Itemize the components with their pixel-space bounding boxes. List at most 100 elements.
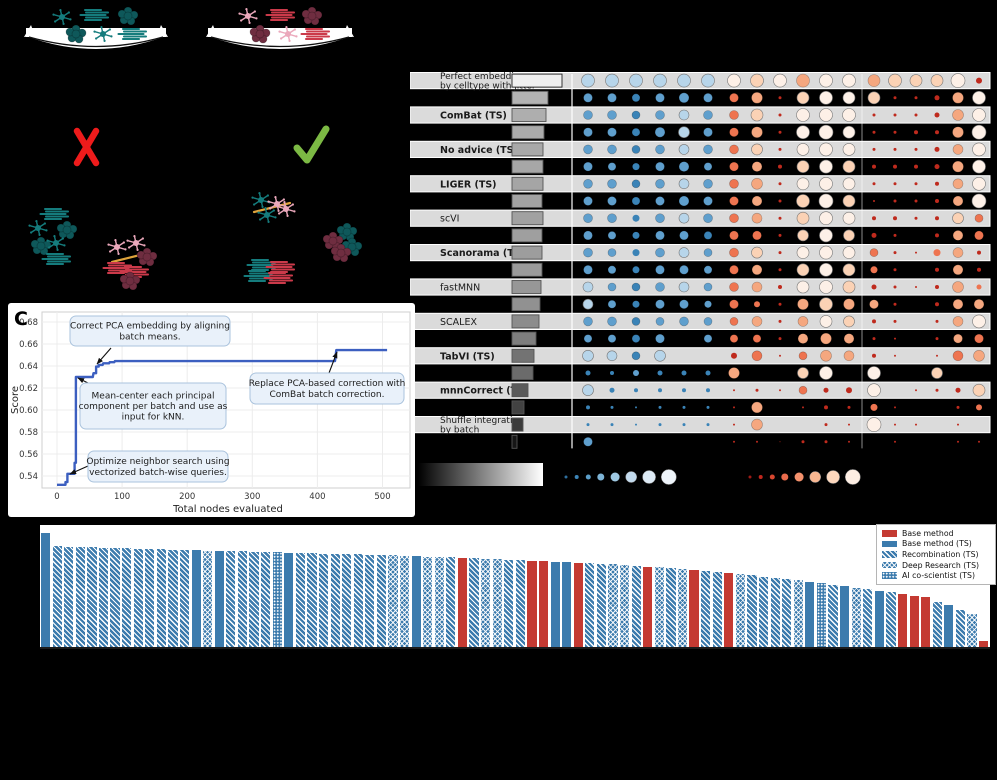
bar <box>307 553 317 647</box>
legend-label: Base method (TS) <box>902 539 972 549</box>
score-line <box>57 348 388 487</box>
bar <box>492 559 502 647</box>
bar <box>133 548 143 647</box>
dot-row <box>582 280 982 294</box>
bar <box>585 563 595 647</box>
bar <box>122 548 132 647</box>
annotation-callout: Optimize neighbor search usingvectorized… <box>69 450 230 483</box>
method-row: No advice (TS) <box>410 140 991 159</box>
bar <box>793 580 803 647</box>
bar <box>75 547 85 647</box>
muscle-cell-icon <box>265 8 296 22</box>
bar <box>538 561 549 647</box>
bar <box>423 556 433 647</box>
y-tick-label: 0.68 <box>19 318 38 328</box>
dish-illustration <box>206 25 354 49</box>
method-row: Scanorama (TS) <box>410 244 991 262</box>
aggregate-score-bar <box>511 434 518 449</box>
dot-row <box>583 193 987 209</box>
muscle-cell-icon <box>263 271 294 285</box>
neuron-cell-icon <box>278 26 298 42</box>
neuron-cell-icon <box>46 235 66 251</box>
method-row <box>511 228 984 243</box>
legend-label: Recombination (TS) <box>902 549 979 559</box>
aggregate-score-bar <box>511 108 547 122</box>
bar <box>168 549 178 647</box>
legend-swatch <box>882 540 897 548</box>
dot-row <box>583 108 986 122</box>
bar <box>840 586 850 647</box>
dot-row <box>582 383 986 398</box>
method-label: Scanorama (TS) <box>440 248 525 259</box>
bar <box>978 641 989 647</box>
blobs-cell-icon <box>56 220 78 240</box>
bar <box>712 572 722 647</box>
bar <box>631 565 641 647</box>
bar <box>87 547 97 647</box>
bar <box>805 581 815 647</box>
panel-a-illustration <box>24 6 363 291</box>
bar <box>64 546 74 647</box>
bar <box>562 562 572 647</box>
bar <box>156 549 166 647</box>
dot-row <box>582 297 985 311</box>
method-row <box>511 124 987 140</box>
dot-row <box>583 177 986 191</box>
svg-text:Optimize neighbor search using: Optimize neighbor search using <box>86 457 229 467</box>
legend-swatch <box>882 572 897 579</box>
legend-swatch <box>882 530 897 537</box>
svg-text:ComBat batch correction.: ComBat batch correction. <box>270 390 385 400</box>
neuron-cell-icon <box>107 239 127 255</box>
svg-text:batch means.: batch means. <box>119 332 180 342</box>
bar <box>654 567 664 647</box>
y-tick-label: 0.56 <box>19 450 38 460</box>
method-row: mnnCorrect (TS) <box>410 381 991 399</box>
bar <box>237 551 248 647</box>
aggregate-score-bar <box>511 125 545 140</box>
y-axis-label: Score <box>10 386 21 414</box>
neuron-cell-icon <box>52 9 72 25</box>
dot-row <box>583 142 986 157</box>
aggregate-score-bar <box>511 176 544 191</box>
method-label: LIGER (TS) <box>440 179 497 190</box>
y-tick-label: 0.66 <box>19 340 38 350</box>
method-row <box>511 159 986 174</box>
cross-icon <box>73 127 100 167</box>
legend-item: Base method (TS) <box>882 539 991 550</box>
bar <box>874 590 884 647</box>
bar <box>944 605 954 647</box>
bar <box>226 551 236 647</box>
bar <box>550 561 560 647</box>
dot-row <box>583 314 986 329</box>
bar <box>608 564 618 647</box>
muscle-cell-icon <box>300 27 331 41</box>
aggregate-score-bar <box>511 383 529 398</box>
method-row: ComBat (TS) <box>410 106 991 124</box>
x-tick-label: 500 <box>374 492 390 502</box>
legend-item: AI co-scientist (TS) <box>882 570 991 581</box>
dot-row <box>581 73 982 88</box>
svg-text:Replace PCA-based correction w: Replace PCA-based correction with <box>249 379 406 389</box>
x-axis-label: Total nodes evaluated <box>172 504 283 515</box>
svg-text:Mean-center each principal: Mean-center each principal <box>92 391 215 401</box>
dot-row <box>585 366 943 380</box>
muscle-cell-icon <box>117 27 148 41</box>
bar <box>828 584 838 647</box>
legend-swatch <box>882 561 897 569</box>
score-colorbar <box>418 463 543 486</box>
bar <box>967 614 977 647</box>
annotation-callout: Replace PCA-based correction withComBat … <box>249 351 406 405</box>
aggregate-score-bar <box>511 417 524 432</box>
bar <box>909 595 919 647</box>
neuron-cell-icon <box>251 192 271 208</box>
blue-dot-size-legend <box>564 469 677 485</box>
bar <box>758 576 769 647</box>
bar <box>376 555 386 647</box>
bar <box>782 579 792 647</box>
x-tick-label: 300 <box>244 492 260 502</box>
bar <box>724 573 734 647</box>
dot-row <box>583 263 981 277</box>
